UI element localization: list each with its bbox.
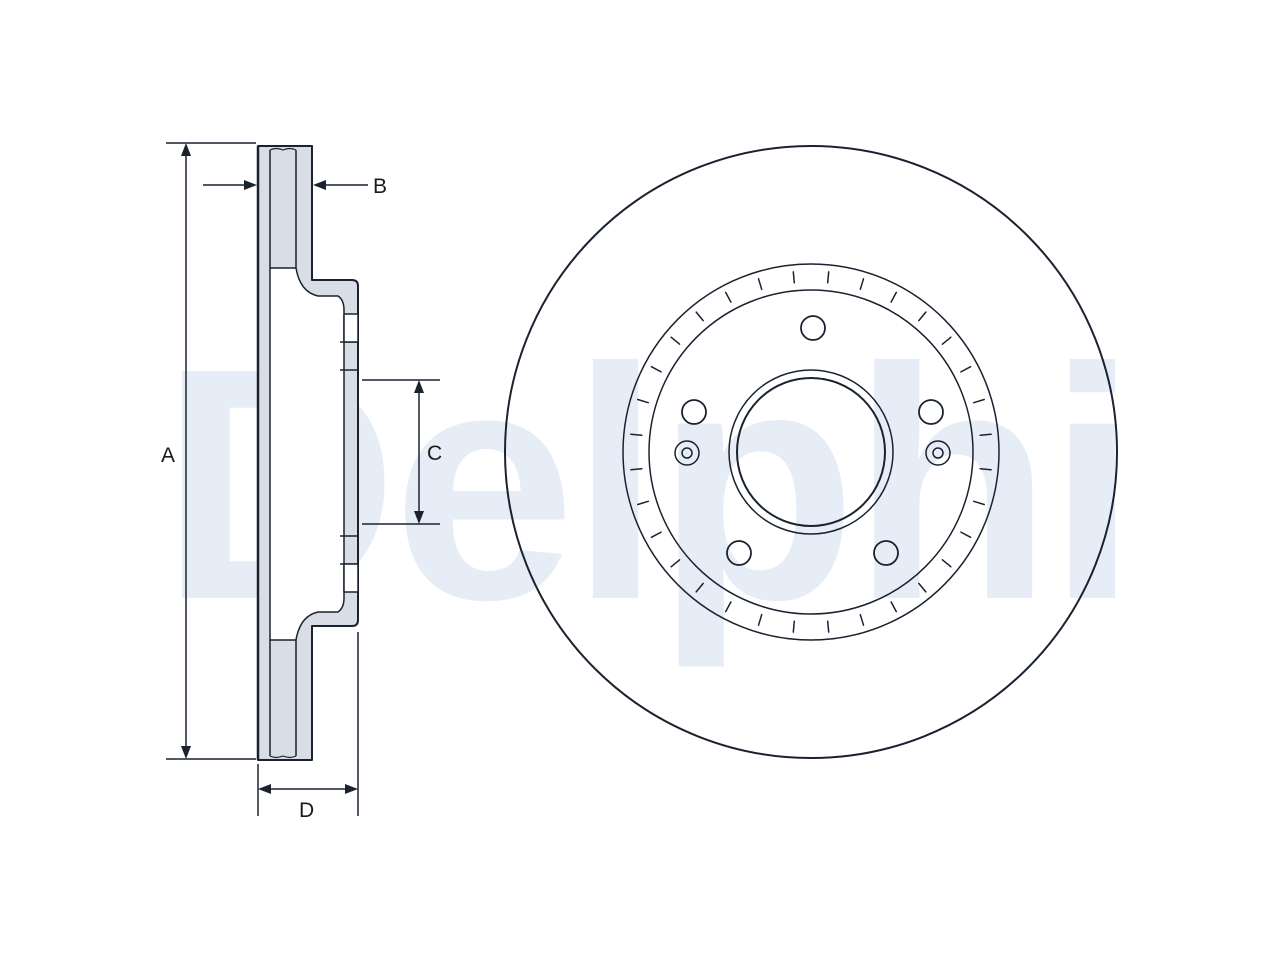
vent-slot-mark bbox=[792, 271, 796, 284]
vent-slot-marks bbox=[630, 271, 992, 633]
front-view bbox=[504, 145, 1118, 759]
vent-slot-mark bbox=[630, 433, 643, 437]
vent-slot-mark bbox=[670, 336, 681, 345]
friction-ring-inner-edge bbox=[622, 263, 1000, 641]
bolt-hole-lower-left bbox=[726, 540, 752, 566]
vent-slot-mark bbox=[724, 601, 732, 613]
vent-slot-mark bbox=[757, 278, 763, 291]
vent-slot-mark bbox=[637, 398, 650, 404]
locating-screw-holes bbox=[674, 440, 951, 466]
dimension-b-label: B bbox=[373, 175, 387, 198]
bolt-hole-upper-right bbox=[918, 399, 944, 425]
bolt-hole-lower-right bbox=[873, 540, 899, 566]
hat-outer-edge bbox=[648, 289, 974, 615]
bolt-hole-upper-left bbox=[681, 399, 707, 425]
center-bore bbox=[736, 377, 886, 527]
vent-slot-mark bbox=[792, 620, 796, 633]
vent-slot-mark bbox=[637, 500, 650, 506]
center-bore-outer bbox=[728, 369, 894, 535]
dimension-b bbox=[203, 180, 368, 190]
bolt-hole-top bbox=[800, 315, 826, 341]
vent-slot-mark bbox=[941, 559, 952, 568]
dimension-a bbox=[166, 142, 256, 760]
dimension-d bbox=[257, 632, 359, 816]
vent-slot-mark bbox=[724, 291, 732, 303]
vent-slot-mark bbox=[890, 601, 898, 613]
disc-outer-edge bbox=[504, 145, 1118, 759]
vent-slot-mark bbox=[890, 291, 898, 303]
vent-slot-mark bbox=[859, 278, 865, 291]
vent-slot-mark bbox=[859, 613, 865, 626]
vent-slot-mark bbox=[941, 336, 952, 345]
side-view bbox=[256, 145, 359, 761]
vent-slot-mark bbox=[695, 311, 704, 322]
vent-slot-mark bbox=[918, 311, 927, 322]
dimension-c bbox=[362, 379, 440, 525]
screw-hole-left-inner bbox=[681, 447, 693, 459]
vent-slot-mark bbox=[650, 365, 662, 373]
vent-slot-mark bbox=[826, 271, 830, 284]
vent-slot-mark bbox=[650, 531, 662, 539]
vent-slot-mark bbox=[979, 433, 992, 437]
dimension-a-label: A bbox=[161, 444, 175, 467]
vent-slot-mark bbox=[630, 467, 643, 471]
vent-slot-mark bbox=[695, 582, 704, 593]
vent-slot-mark bbox=[972, 500, 985, 506]
screw-hole-left-outer bbox=[674, 440, 700, 466]
vent-slot-mark bbox=[960, 365, 972, 373]
vent-slot-mark bbox=[960, 531, 972, 539]
hat-inner-region bbox=[269, 267, 345, 641]
screw-hole-right-inner bbox=[932, 447, 944, 459]
vent-slot-mark bbox=[670, 559, 681, 568]
vent-slot-mark bbox=[757, 613, 763, 626]
vent-slot-mark bbox=[979, 467, 992, 471]
vent-slot-mark bbox=[972, 398, 985, 404]
dimension-c-label: C bbox=[427, 442, 442, 465]
dimension-d-label: D bbox=[299, 799, 314, 822]
screw-hole-right-outer bbox=[925, 440, 951, 466]
wheel-bolt-holes bbox=[681, 315, 944, 566]
vent-slot-mark bbox=[918, 582, 927, 593]
vent-slot-mark bbox=[826, 620, 830, 633]
